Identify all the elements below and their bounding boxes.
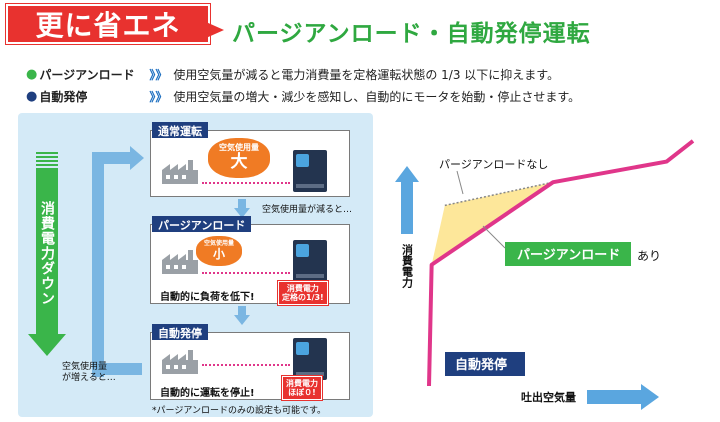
series-with-purge	[427, 139, 695, 387]
legend-desc: 使用空気量の増大・減少を感知し、自動的にモータを始動・停止させます。	[173, 90, 581, 104]
without-purge-label: パージアンロードなし	[439, 158, 548, 171]
arrow-stripes	[36, 152, 58, 166]
legend-item-auto: ● 自動発停 》》 使用空気量の増大・減少を感知し、自動的にモータを始動・停止さ…	[26, 88, 580, 105]
tag-line: ほぼ０!	[288, 388, 316, 398]
box-title: 通常運転	[152, 122, 208, 138]
transition-note: 空気使用量が減ると…	[262, 205, 353, 215]
power-tag: 消費電力 定格の1/3!	[278, 281, 328, 306]
compressor-icon	[293, 338, 327, 380]
legend-term: 自動発停	[39, 90, 88, 104]
compressor-icon	[293, 150, 327, 192]
factory-icon	[162, 350, 198, 374]
chart-panel: 消費電力 吐出空気量 パージアンロードなし パージアンロード あり 自動発停	[393, 118, 713, 418]
x-axis-label: 吐出空気量	[521, 390, 576, 404]
down-arrow-shaft	[238, 306, 246, 316]
box-caption: 自動的に運転を停止!	[160, 388, 255, 399]
box-title: 自動発停	[152, 324, 208, 340]
auto-start-stop-box	[445, 352, 525, 376]
cloud-label: 空気使用量	[203, 240, 234, 248]
arrow-right-icon	[130, 146, 144, 170]
down-arrow-icon	[234, 315, 250, 325]
badge-pointer	[206, 22, 224, 38]
y-axis-arrow	[401, 180, 413, 234]
green-dot-icon: ●	[26, 67, 38, 82]
arrow-head-icon	[28, 334, 66, 356]
air-usage-cloud-large: 空気使用量 大	[208, 138, 270, 178]
box-caption: 自動的に負荷を低下!	[160, 292, 255, 303]
return-note-line: が増えると…	[62, 373, 116, 384]
return-arrow-bottom	[92, 363, 142, 375]
tag-line: 消費電力	[286, 284, 319, 293]
pointer-line	[456, 170, 464, 195]
cloud-label: 空気使用量	[219, 143, 259, 153]
return-note: 空気使用量 が増えると…	[62, 362, 116, 385]
down-arrow-shaft	[238, 199, 246, 209]
with-purge-label: パージアンロード	[517, 248, 620, 263]
power-down-arrow	[36, 168, 58, 336]
legend-item-purge: ● パージアンロード 》》 使用空気量が減ると電力消費量を定格運転状態の 1/3…	[26, 66, 559, 83]
auto-start-stop-label: 自動発停	[455, 357, 507, 373]
headline-badge: 更に省エネ	[6, 4, 210, 44]
box-title: パージアンロード	[152, 216, 252, 232]
air-usage-cloud-small: 空気使用量 小	[196, 236, 242, 266]
tag-line: 定格の1/3!	[282, 293, 324, 303]
legend-desc: 使用空気量が減ると電力消費量を定格運転状態の 1/3 以下に抑えます。	[173, 68, 560, 82]
navy-dot-icon: ●	[26, 89, 38, 104]
arrow-up-icon	[395, 166, 419, 182]
arrow-right-icon	[641, 384, 659, 410]
connector-line	[202, 364, 290, 366]
factory-icon	[162, 250, 198, 274]
series-without-purge	[444, 181, 554, 207]
with-purge-suffix: あり	[637, 249, 661, 263]
factory-icon	[162, 160, 198, 184]
return-note-line: 空気使用量	[62, 362, 108, 372]
footnote: *パージアンロードのみの設定も可能です。	[152, 406, 327, 416]
return-arrow	[92, 152, 104, 377]
y-axis-label: 消費電力	[401, 243, 415, 289]
with-purge-box	[505, 242, 631, 266]
power-chart: 消費電力 吐出空気量 パージアンロードなし パージアンロード あり 自動発停	[395, 139, 695, 410]
cloud-value: 大	[230, 152, 248, 173]
page-title: パージアンロード・自動発停運転	[232, 21, 591, 47]
power-down-label: 消費電力ダウン	[39, 200, 55, 306]
down-arrow-icon	[234, 208, 250, 218]
double-arrow-icon: 》》	[149, 68, 168, 82]
pointer-line	[482, 225, 506, 249]
legend-term: パージアンロード	[39, 68, 135, 82]
compressor-icon	[293, 240, 327, 282]
connector-line	[202, 182, 290, 184]
return-arrow-top	[92, 152, 132, 164]
power-tag: 消費電力 ほぼ０!	[282, 376, 322, 401]
double-arrow-icon: 》》	[149, 90, 168, 104]
x-axis-arrow	[587, 390, 643, 404]
cloud-value: 小	[212, 246, 225, 261]
connector-line	[202, 272, 290, 274]
tag-line: 消費電力	[286, 379, 318, 388]
